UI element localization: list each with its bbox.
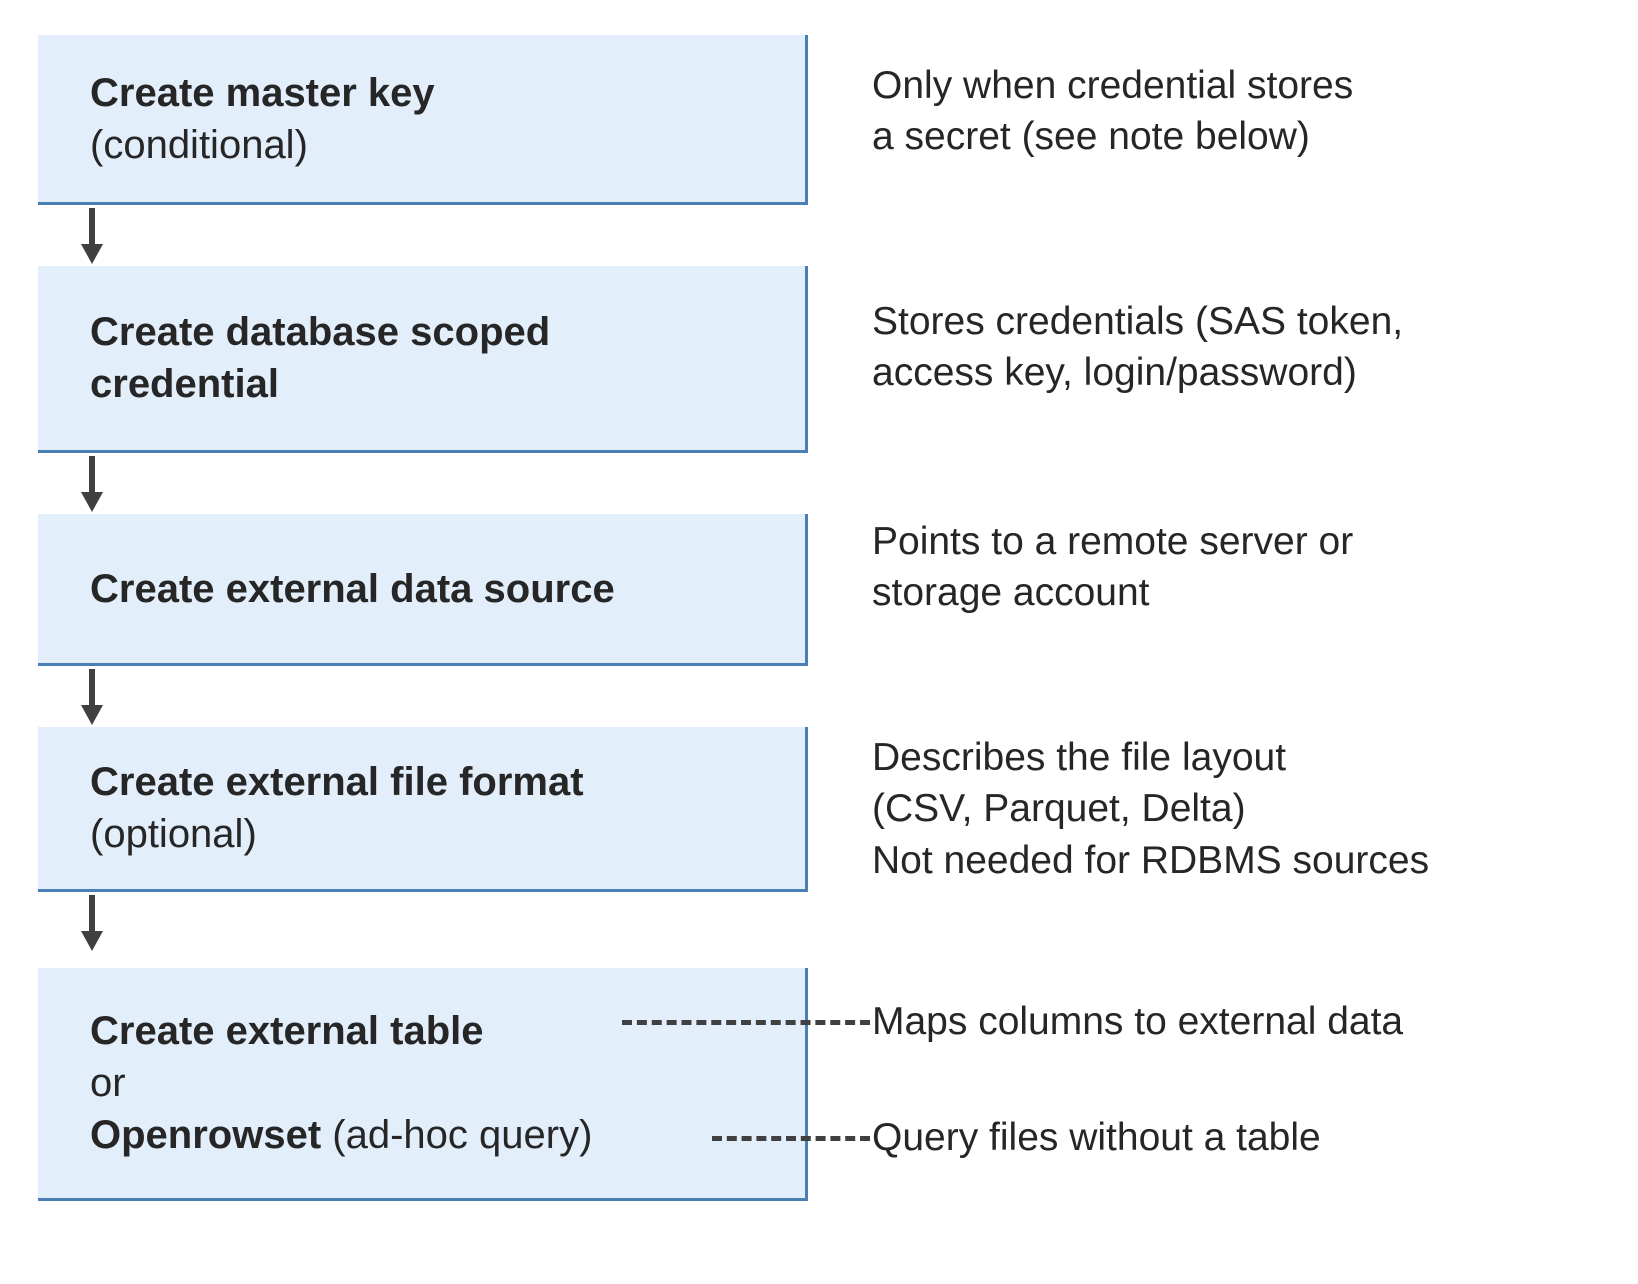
- step-box-create-external-data-source: Create external data source: [38, 514, 808, 666]
- note-1-line-1: Only when credential stores: [872, 64, 1354, 107]
- step-box-create-master-key: Create master key (conditional): [38, 35, 808, 205]
- note-4-line-3: Not needed for RDBMS sources: [872, 838, 1430, 882]
- step-2-line-1: Create database scoped: [90, 310, 551, 354]
- arrow-down-icon-1: [81, 208, 103, 264]
- step-box-create-database-scoped-credential: Create database scoped credential: [38, 266, 808, 453]
- step-box-create-external-table-or-openrowset: Create external table or Openrowset (ad-…: [38, 968, 808, 1201]
- note-3-line-1: Points to a remote server or: [872, 520, 1354, 563]
- step-box-create-external-file-format: Create external file format (optional): [38, 727, 808, 892]
- arrow-down-icon-4: [81, 895, 103, 951]
- note-1-line-2: a secret (see note below): [872, 115, 1310, 159]
- note-3-line-2: storage account: [872, 571, 1150, 615]
- note-maps-columns: Maps columns to external data: [872, 996, 1403, 1047]
- note-2-line-2: access key, login/password): [872, 351, 1357, 395]
- step-4-line-1: Create external file format: [90, 760, 584, 804]
- note-create-database-scoped-credential: Stores credentials (SAS token, access ke…: [872, 296, 1403, 399]
- step-5-line-3: Openrowset (ad-hoc query): [90, 1109, 791, 1161]
- arrow-down-icon-3: [81, 669, 103, 725]
- arrow-down-icon-2: [81, 456, 103, 512]
- step-4-line-2: (optional): [90, 812, 257, 856]
- step-3-line-1: Create external data source: [90, 566, 615, 611]
- note-4-line-2: (CSV, Parquet, Delta): [872, 787, 1246, 831]
- note-create-external-file-format: Describes the file layout (CSV, Parquet,…: [872, 732, 1429, 886]
- step-5-line-1: Create external table: [90, 1009, 484, 1053]
- step-5-line-3-bold: Openrowset: [90, 1113, 322, 1157]
- dashed-connector-query-files: [712, 1136, 870, 1141]
- note-5-line-2: Query files without a table: [872, 1116, 1321, 1159]
- step-5-line-2: or: [90, 1061, 126, 1105]
- note-2-line-1: Stores credentials (SAS token,: [872, 300, 1404, 343]
- step-1-line-1: Create master key: [90, 70, 435, 115]
- note-create-external-data-source: Points to a remote server or storage acc…: [872, 516, 1353, 619]
- step-2-line-2: credential: [90, 362, 279, 406]
- note-5-line-1: Maps columns to external data: [872, 1000, 1404, 1043]
- note-query-files: Query files without a table: [872, 1112, 1321, 1163]
- dashed-connector-maps-columns: [622, 1020, 870, 1025]
- step-1-line-2: (conditional): [90, 122, 308, 167]
- note-create-master-key: Only when credential stores a secret (se…: [872, 60, 1353, 163]
- note-4-line-1: Describes the file layout: [872, 736, 1287, 779]
- step-5-line-3-rest: (ad-hoc query): [321, 1113, 593, 1157]
